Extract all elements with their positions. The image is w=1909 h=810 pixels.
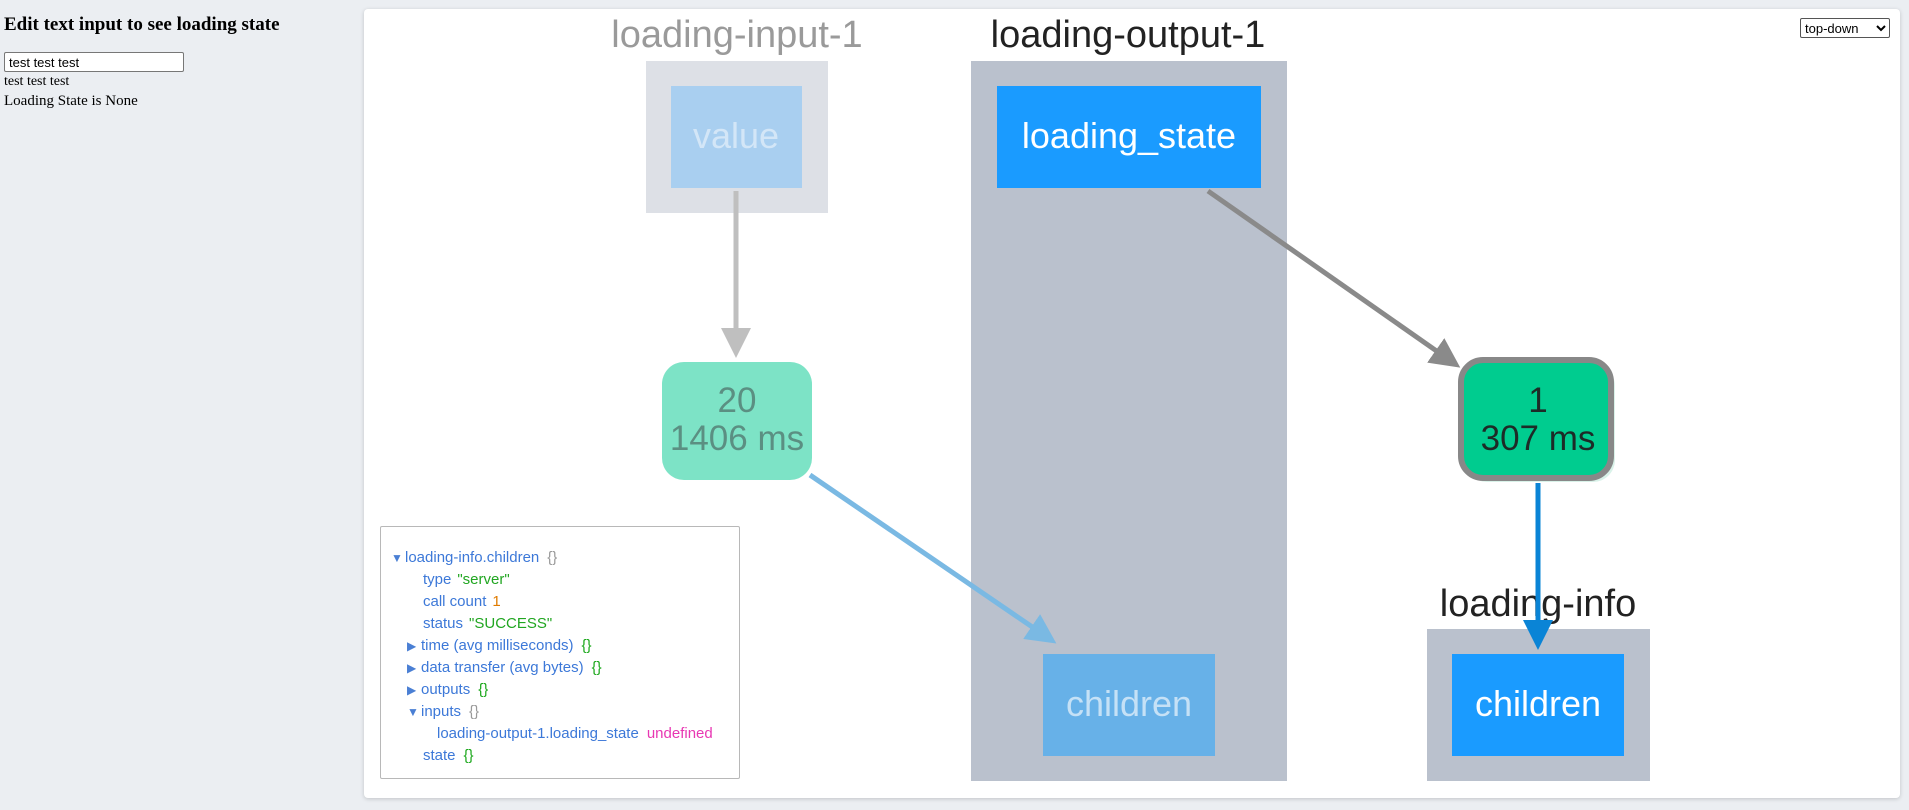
- cluster-label-loading-input-1: loading-input-1: [611, 14, 862, 56]
- left-panel: Edit text input to see loading state tes…: [4, 0, 354, 109]
- info-root-brace: {}: [547, 549, 558, 566]
- node-input-value[interactable]: [671, 86, 802, 188]
- loading-state-text: Loading State is None: [4, 93, 138, 109]
- info-inputs-key: inputs: [421, 703, 462, 720]
- callback-node-1-time: 1406 ms: [670, 419, 804, 458]
- cluster-label-loading-output-1: loading-output-1: [991, 14, 1266, 56]
- info-root-key: loading-info.children: [405, 549, 540, 566]
- node-output-loading-state[interactable]: [997, 86, 1261, 188]
- info-type-value: "server": [457, 571, 510, 588]
- info-status-value: "SUCCESS": [469, 615, 553, 632]
- info-row-call-count: call count 1: [381, 591, 739, 613]
- node-output-loading-state-label: loading_state: [1022, 115, 1236, 156]
- info-row-state: state {}: [381, 745, 739, 767]
- callback-node-2-count: 1: [1528, 381, 1547, 420]
- layout-select[interactable]: top-down: [1800, 18, 1890, 38]
- expand-triangle-icon[interactable]: ▶: [407, 639, 417, 653]
- info-row-type: type "server": [381, 569, 739, 591]
- info-time-brace: {}: [581, 637, 592, 654]
- node-input-value-label: value: [693, 115, 779, 156]
- node-output-children-label: children: [1066, 683, 1192, 724]
- callback-node-1-count: 20: [718, 381, 757, 420]
- callback-graph: loading-input-1 loading-output-1 loading…: [611, 14, 1650, 781]
- expand-triangle-icon[interactable]: ▶: [407, 661, 417, 675]
- info-row-data-transfer[interactable]: ▶ data transfer (avg bytes) {}: [381, 657, 739, 679]
- info-row-status: status "SUCCESS": [381, 613, 739, 635]
- info-row-root[interactable]: ▼loading-info.children {}: [381, 547, 739, 569]
- info-type-key: type: [423, 571, 452, 588]
- callback-info-panel: ▼loading-info.children{} type"server" ca…: [380, 526, 740, 779]
- info-data-transfer-key: data transfer (avg bytes): [421, 659, 584, 676]
- callback-node-1[interactable]: [662, 362, 812, 480]
- info-state-brace: {}: [463, 747, 474, 764]
- expand-triangle-icon[interactable]: ▶: [407, 683, 417, 697]
- info-call-count-key: call count: [423, 593, 487, 610]
- collapse-triangle-icon[interactable]: ▼: [407, 705, 419, 719]
- input-echo-text: test test test: [4, 74, 70, 89]
- node-info-children[interactable]: [1452, 654, 1624, 756]
- info-state-key: state: [423, 747, 456, 764]
- text-input[interactable]: [4, 52, 184, 72]
- info-inputs-brace: {}: [469, 703, 480, 720]
- info-input-item-value: undefined: [646, 725, 713, 742]
- info-data-transfer-brace: {}: [591, 659, 602, 676]
- info-row-outputs[interactable]: ▶ outputs {}: [381, 679, 739, 701]
- page-heading: Edit text input to see loading state: [4, 14, 280, 35]
- callback-node-2-time: 307 ms: [1481, 419, 1596, 458]
- info-input-item-key: loading-output-1.loading_state: [437, 725, 639, 742]
- info-outputs-key: outputs: [421, 681, 471, 698]
- callback-node-2[interactable]: [1458, 357, 1614, 481]
- edge-callback-1-to-output-children: [808, 472, 1057, 644]
- node-info-children-label: children: [1475, 683, 1601, 724]
- collapse-triangle-icon[interactable]: ▼: [391, 551, 403, 565]
- callback-graph-panel: top-down loading-input-1 loading-output-…: [364, 9, 1900, 798]
- info-status-key: status: [423, 615, 464, 632]
- info-outputs-brace: {}: [478, 681, 489, 698]
- info-row-input-item: loading-output-1.loading_state undefined: [381, 723, 739, 745]
- info-row-time[interactable]: ▶ time (avg milliseconds) {}: [381, 635, 739, 657]
- edge-loading-state-to-callback-2: [1206, 188, 1461, 368]
- info-call-count-value: 1: [492, 593, 501, 610]
- info-time-key: time (avg milliseconds): [421, 637, 574, 654]
- node-output-children[interactable]: [1043, 654, 1215, 756]
- info-row-inputs[interactable]: ▼inputs {}: [381, 701, 739, 723]
